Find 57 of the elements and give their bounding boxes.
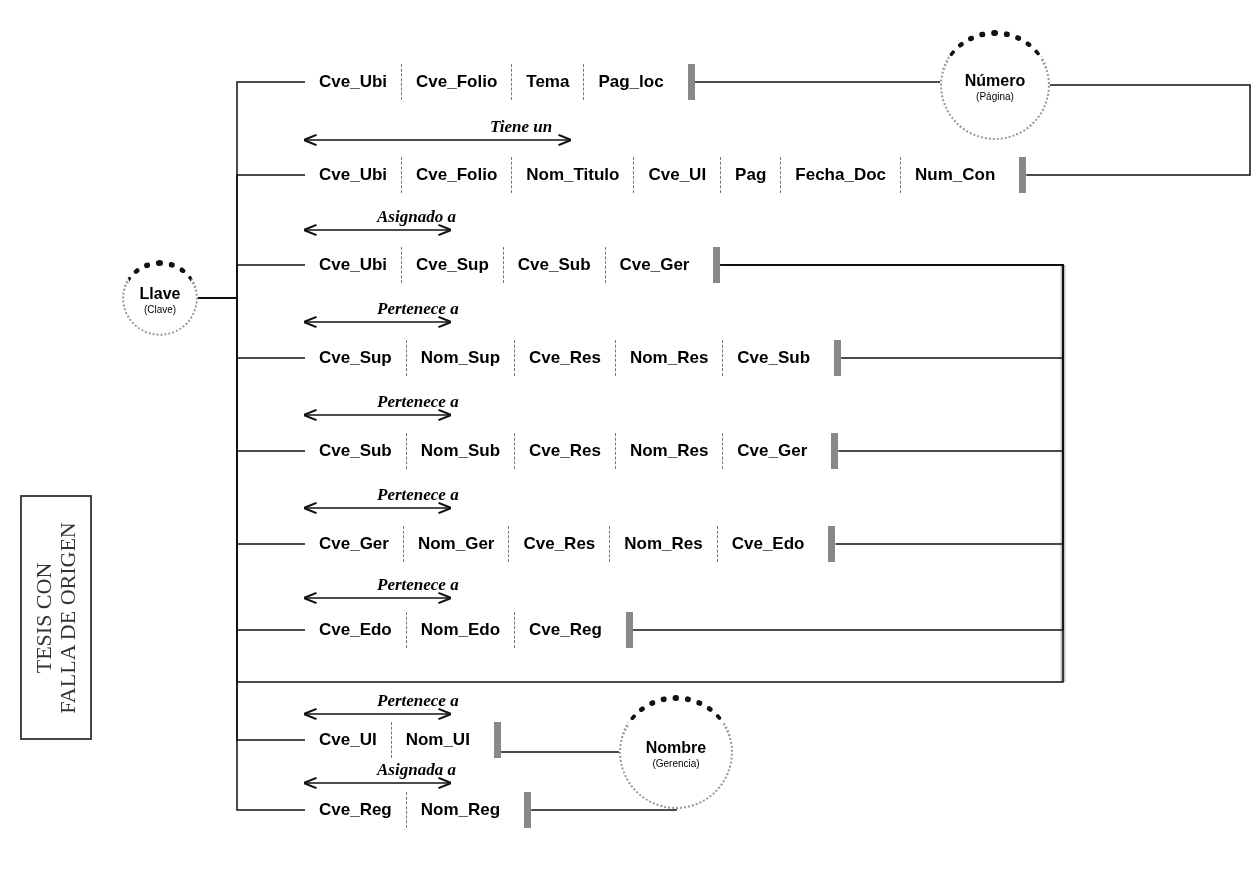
field-name: Cve_Ger <box>318 533 390 556</box>
field-name: Cve_UI <box>633 157 721 193</box>
field-name: Cve_Sup <box>318 347 393 370</box>
field-name: Cve_Ubi <box>318 164 389 187</box>
entity-subtitle: (Clave) <box>143 303 177 317</box>
field-name: Cve_Folio <box>401 64 512 100</box>
field-name: Cve_Ger <box>722 433 822 469</box>
field-name: Pag <box>720 157 781 193</box>
field-name: Nom_Sup <box>405 340 515 376</box>
field-name: Cve_Res <box>514 433 615 469</box>
field-name: Cve_Ubi <box>318 71 389 94</box>
field-name: Cve_Ubi <box>318 254 389 277</box>
field-name: Nom_Reg <box>405 792 515 828</box>
field-name: Nom_Res <box>609 526 717 562</box>
relation-label: Tiene un <box>490 118 553 135</box>
field-name: Cve_Edo <box>716 526 819 562</box>
stamp-text: TESIS CON <box>31 562 56 673</box>
field-name: Cve_Res <box>508 526 610 562</box>
entity-subtitle: (Página) <box>976 90 1014 104</box>
relation-label: Pertenece a <box>377 300 459 317</box>
field-name: Num_Con <box>900 157 1010 193</box>
field-name: Nom_Ger <box>402 526 509 562</box>
field-name: Nom_Edo <box>405 612 515 648</box>
field-name: Nom_Sub <box>405 433 515 469</box>
connector-line <box>500 751 620 753</box>
relation-label: Pertenece a <box>377 486 459 503</box>
entity-subtitle: (Gerencia) <box>652 757 700 771</box>
field-name: Cve_Sub <box>318 440 393 463</box>
field-name: Cve_Res <box>514 340 615 376</box>
field-name: Fecha_Doc <box>780 157 900 193</box>
field-name: Cve_Sub <box>722 340 825 376</box>
field-name: Nom_UI <box>390 722 484 758</box>
field-name: Pag_loc <box>583 64 678 100</box>
field-name: Cve_Edo <box>318 619 393 642</box>
field-name: Tema <box>511 64 584 100</box>
relation-label: Pertenece a <box>377 393 459 410</box>
entity-name: Llave <box>139 283 181 304</box>
field-name: Cve_Folio <box>401 157 512 193</box>
relation-label: Asignado a <box>377 208 456 225</box>
field-name: Cve_Reg <box>514 612 616 648</box>
field-name: Cve_Sub <box>502 247 605 283</box>
connector-line <box>1025 84 1251 176</box>
relation-label: Pertenece a <box>377 576 459 593</box>
relation-label: Pertenece a <box>377 692 459 709</box>
field-name: Nom_Res <box>614 340 723 376</box>
field-name: Cve_Sup <box>401 247 503 283</box>
connector-line <box>530 808 677 811</box>
field-name: Cve_Reg <box>318 799 393 822</box>
relation-label: Asignada a <box>377 761 456 778</box>
stamp-text: FALLA DE ORIGEN <box>56 521 81 714</box>
field-name: Cve_Ger <box>604 247 704 283</box>
entity-name: Nombre <box>645 737 707 758</box>
field-name: Nom_Titulo <box>511 157 634 193</box>
field-name: Nom_Res <box>614 433 723 469</box>
entity-name: Número <box>964 70 1026 91</box>
field-name: Cve_UI <box>318 729 378 752</box>
connector-line <box>693 81 941 83</box>
